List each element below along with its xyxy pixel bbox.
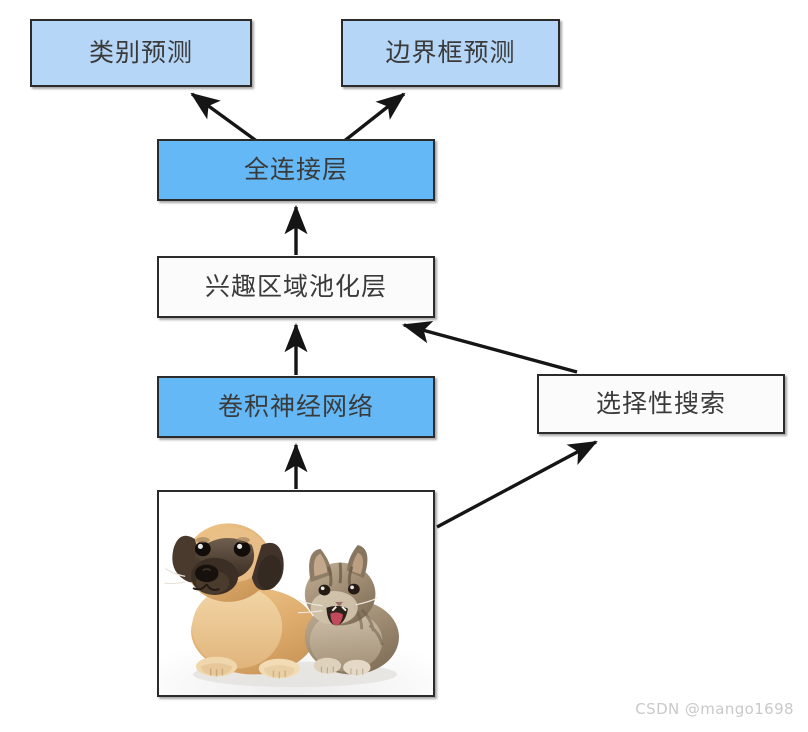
node-cnn[interactable]: 卷积神经网络 <box>157 376 435 438</box>
node-input-image[interactable] <box>157 490 435 697</box>
edge-fc-to-class <box>190 92 259 144</box>
node-cnn-label: 卷积神经网络 <box>217 392 374 422</box>
dog-figure <box>164 523 317 679</box>
node-class-prediction-label: 类别预测 <box>88 38 193 68</box>
edge-image-to-search <box>436 440 598 529</box>
node-roi-pooling-label: 兴趣区域池化层 <box>204 272 387 302</box>
edge-search-to-roi <box>402 320 578 374</box>
node-bbox-prediction[interactable]: 边界框预测 <box>341 19 560 87</box>
node-selective-search[interactable]: 选择性搜索 <box>537 374 785 434</box>
node-bbox-prediction-label: 边界框预测 <box>385 38 516 68</box>
puppy-and-kitten-photo <box>159 492 433 695</box>
node-class-prediction[interactable]: 类别预测 <box>30 19 252 87</box>
node-fully-connected-label: 全连接层 <box>243 155 348 185</box>
watermark-text: CSDN @mango1698 <box>635 700 794 718</box>
node-selective-search-label: 选择性搜索 <box>595 389 726 419</box>
node-roi-pooling[interactable]: 兴趣区域池化层 <box>157 256 435 318</box>
edge-fc-to-bbox <box>341 92 406 144</box>
node-fully-connected[interactable]: 全连接层 <box>157 139 435 201</box>
cat-figure <box>297 544 399 676</box>
